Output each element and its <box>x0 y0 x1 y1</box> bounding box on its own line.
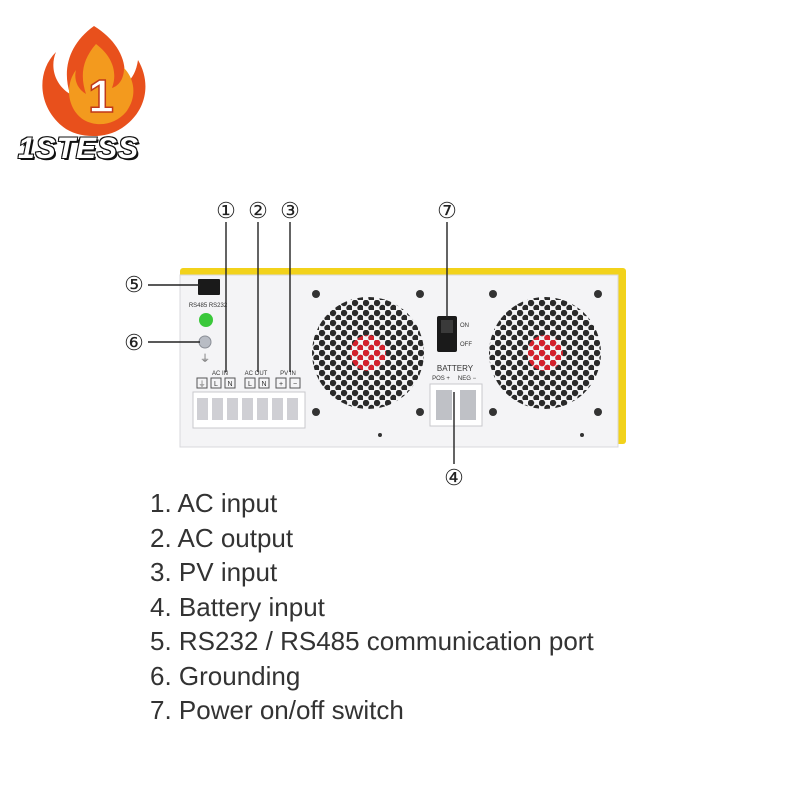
panel-hole <box>378 433 382 437</box>
ac-in-label: AC IN <box>212 371 228 377</box>
ground-icon: ⏚ <box>200 353 210 365</box>
feature-legend: 1. AC input 2. AC output 3. PV input 4. … <box>150 486 594 728</box>
grounding-screw <box>198 335 212 349</box>
callout-6: ⑥ <box>124 330 144 355</box>
callout-2: ② <box>248 198 268 223</box>
brand-name: 1STESS <box>17 131 140 166</box>
status-led <box>199 313 213 327</box>
ac-out-label: AC OUT <box>245 371 268 377</box>
svg-text:⏚: ⏚ <box>199 380 206 388</box>
svg-text:OFF: OFF <box>460 342 472 348</box>
callout-4: ④ <box>444 465 464 490</box>
svg-text:L: L <box>248 381 252 388</box>
svg-text:ON: ON <box>460 323 469 329</box>
svg-text:−: − <box>293 381 297 388</box>
battery-terminals <box>429 383 483 427</box>
legend-item: 5. RS232 / RS485 communication port <box>150 626 594 656</box>
terminal-block <box>192 391 306 429</box>
legend-item: 2. AC output <box>150 522 294 553</box>
callout-1: ① <box>216 198 236 223</box>
callout-3: ③ <box>280 198 300 223</box>
battery-neg-label: NEG − <box>458 376 477 382</box>
port-label: RS485 RS232 <box>189 303 228 309</box>
battery-label: BATTERY <box>437 364 474 373</box>
cooling-fan-right <box>489 290 602 416</box>
inverter-panel-diagram: RS485 RS232 ⏚ AC IN AC OUT PV IN ⏚ L N L… <box>124 198 626 490</box>
legend-item: 4. Battery input <box>150 591 325 622</box>
logo-glyph: 1 <box>88 70 114 122</box>
svg-text:L: L <box>214 381 218 388</box>
flame-logo-icon: 1 <box>42 26 146 137</box>
legend-item: 7. Power on/off switch <box>150 695 404 725</box>
svg-text:N: N <box>261 381 266 388</box>
callout-7: ⑦ <box>437 198 457 223</box>
power-switch: ON OFF <box>437 316 472 352</box>
pv-in-label: PV IN <box>280 371 296 377</box>
rs232-port <box>198 279 220 295</box>
legend-item: 1. AC input <box>150 488 278 518</box>
callout-5: ⑤ <box>124 272 144 297</box>
callout-lines <box>148 222 455 464</box>
cooling-fan-left <box>312 290 424 416</box>
terminal-symbols: ⏚ L N L N + − <box>196 377 301 389</box>
svg-text:+: + <box>279 381 283 388</box>
legend-item: 6. Grounding <box>150 660 301 691</box>
svg-text:N: N <box>227 381 232 388</box>
battery-pos-label: POS + <box>432 376 450 382</box>
legend-item: 3. PV input <box>150 557 278 587</box>
panel-hole-2 <box>580 433 584 437</box>
